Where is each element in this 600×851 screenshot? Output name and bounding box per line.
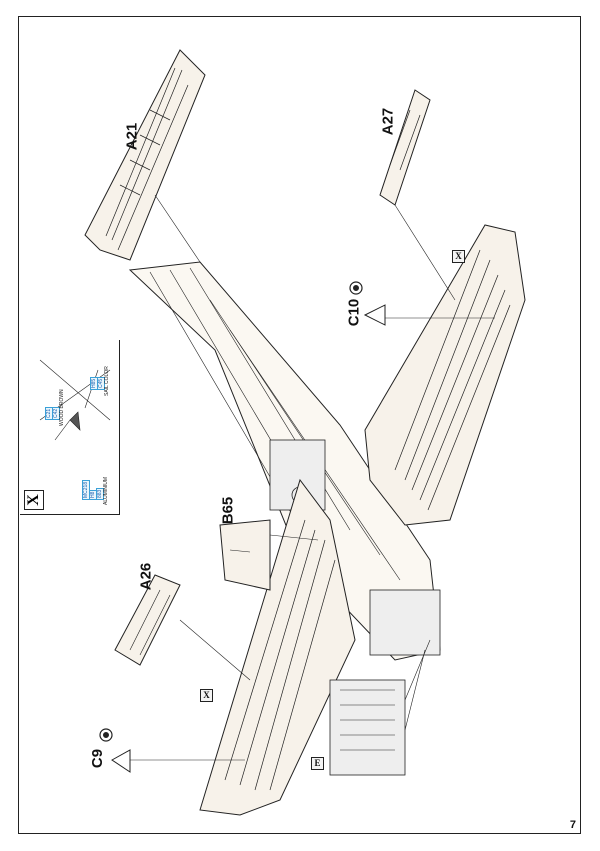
inset-title: X — [24, 490, 44, 510]
elevator-part-a26 — [114, 574, 181, 666]
detail-inset: X C21 C42 WOOD BROWN H85 C45 SAIL COLOR … — [20, 340, 120, 515]
engine-mount — [369, 589, 441, 656]
wing-upper-right — [364, 224, 526, 526]
part-b65 — [219, 519, 271, 591]
marker-x-upper: X — [452, 250, 465, 263]
marker-e: E — [311, 757, 324, 770]
label-b65: B65 — [219, 496, 237, 525]
wing-lower-left — [199, 478, 356, 816]
label-a21: A21 — [123, 122, 141, 151]
page-number: 7 — [569, 819, 576, 831]
color-name-wood: WOOD BROWN — [59, 389, 65, 426]
stabilizer-part-a21 — [84, 49, 206, 261]
decal-c10-marker — [363, 304, 386, 326]
color-name-alu: ALUMINIUM — [103, 476, 109, 505]
label-c9: C9 — [89, 748, 107, 769]
color-name-sail: SAIL COLOR — [104, 366, 110, 396]
decal-c9-marker — [111, 749, 131, 773]
label-a26: A26 — [137, 562, 155, 591]
page-frame — [18, 16, 581, 834]
marker-x-lower: X — [200, 689, 213, 702]
label-c10: C10 — [345, 298, 363, 327]
label-a27: A27 — [379, 107, 397, 136]
engine-assembly — [329, 679, 406, 776]
